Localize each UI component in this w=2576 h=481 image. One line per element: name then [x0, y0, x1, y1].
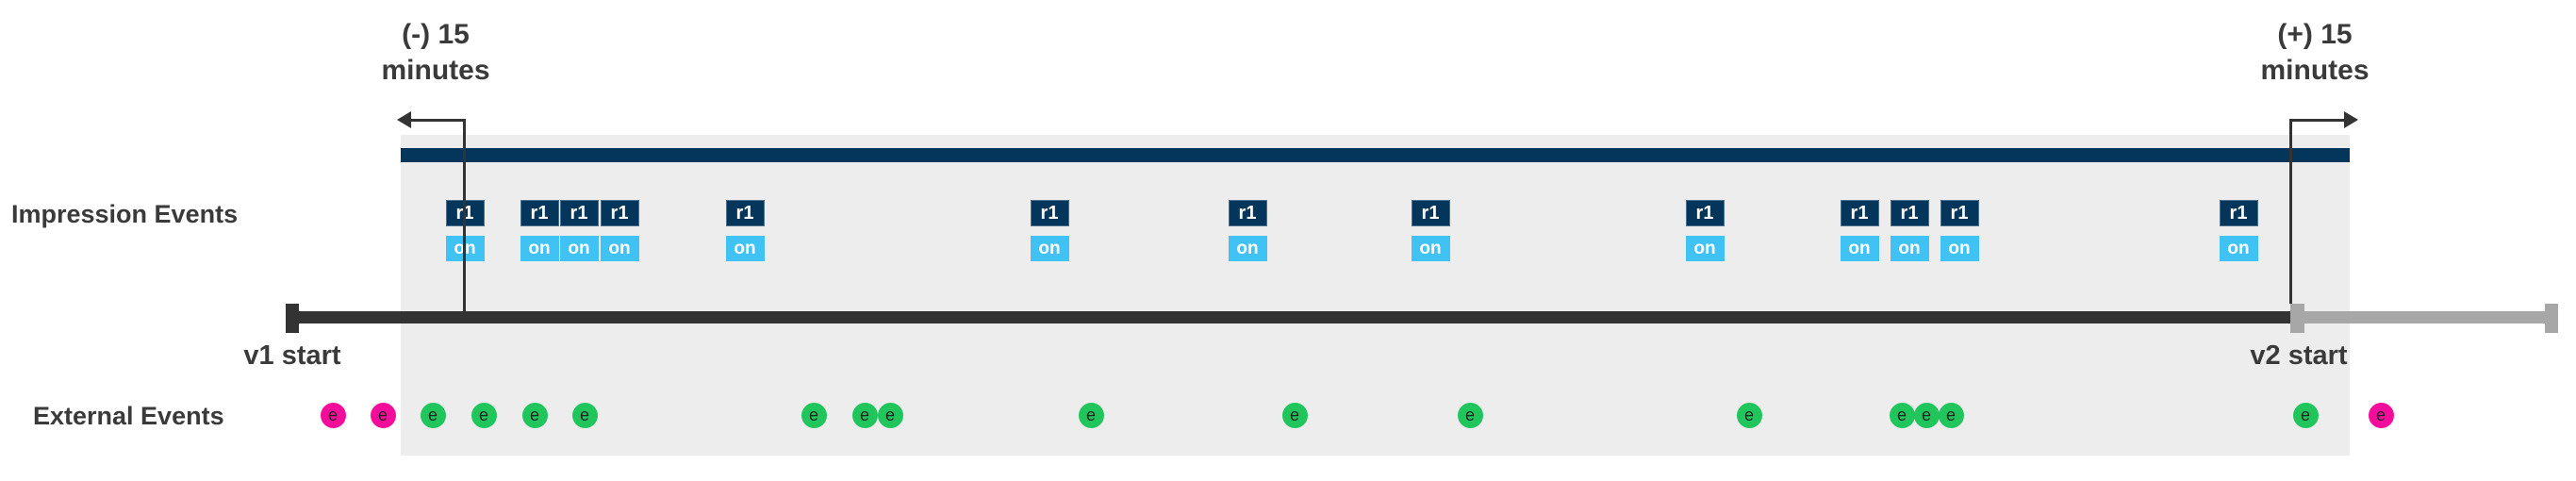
impression-r1-box: r1: [1940, 200, 1979, 226]
impression-r1-box: r1: [2219, 200, 2258, 226]
v2-timeline-start-cap: [2290, 304, 2304, 333]
external-event-dot: e: [1078, 403, 1104, 428]
reporting-window-rect: [401, 135, 2350, 456]
external-event-dot: e: [320, 403, 346, 428]
external-event-dot: e: [1457, 403, 1483, 428]
external-event-dot: e: [1736, 403, 1762, 428]
minus-15-minutes-annotation: (-) 15 minutes: [322, 17, 549, 89]
external-event-dot: e: [801, 403, 827, 428]
impression-r1-box: r1: [559, 200, 599, 226]
v1-timeline-start-cap: [286, 304, 299, 333]
v1-timeline-bar: [286, 311, 2291, 323]
impression-on-badge: on: [520, 236, 559, 261]
impression-r1-box: r1: [600, 200, 639, 226]
external-event-dot: e: [1281, 403, 1308, 428]
window-top-bar: [401, 148, 2350, 162]
minus-15-line1: (-) 15: [402, 19, 470, 50]
external-event-dot: e: [1913, 403, 1940, 428]
external-event-dot: e: [420, 403, 446, 428]
impression-on-badge: on: [2219, 236, 2258, 261]
impression-r1-box: r1: [1840, 200, 1879, 226]
v1-start-label: v1 start: [243, 340, 341, 371]
impression-r1-box: r1: [1411, 200, 1450, 226]
impression-on-badge: on: [1411, 236, 1450, 261]
plus-15-minutes-annotation: (+) 15 minutes: [2202, 17, 2428, 89]
impression-on-badge: on: [1685, 236, 1725, 261]
arrow-right-icon: [2344, 111, 2358, 128]
v2-timeline-end-cap: [2545, 304, 2558, 333]
impression-on-badge: on: [600, 236, 639, 261]
external-event-dot: e: [1938, 403, 1964, 428]
impression-on-badge: on: [1890, 236, 1929, 261]
impression-r1-box: r1: [725, 200, 765, 226]
external-event-dot: e: [2292, 403, 2319, 428]
impression-on-badge: on: [1228, 236, 1267, 261]
minus-15-arrow-line: [411, 119, 466, 122]
external-event-dot: e: [877, 403, 903, 428]
impression-r1-box: r1: [1685, 200, 1725, 226]
external-event-dot: e: [851, 403, 878, 428]
external-event-dot: e: [571, 403, 598, 428]
impression-on-badge: on: [1840, 236, 1879, 261]
external-event-dot: e: [471, 403, 497, 428]
impression-r1-box: r1: [1890, 200, 1929, 226]
impression-on-badge: on: [1940, 236, 1979, 261]
external-event-dot: e: [2368, 403, 2394, 428]
v2-timeline-bar: [2291, 311, 2551, 323]
plus-15-line1: (+) 15: [2277, 19, 2353, 50]
first-impression-marker-line: [463, 119, 466, 311]
arrow-left-icon: [397, 111, 411, 128]
v2-start-label: v2 start: [2250, 340, 2348, 371]
minus-15-line2: minutes: [381, 55, 490, 86]
plus-15-arrow-line: [2291, 119, 2346, 122]
external-event-dot: e: [370, 403, 396, 428]
external-events-row-label: External Events: [33, 402, 224, 430]
impression-on-badge: on: [1030, 236, 1069, 261]
impression-events-row-label: Impression Events: [11, 200, 239, 228]
impression-r1-box: r1: [520, 200, 559, 226]
impression-r1-box: r1: [1030, 200, 1069, 226]
plus-15-line2: minutes: [2260, 55, 2370, 86]
impression-r1-box: r1: [1228, 200, 1267, 226]
external-event-dot: e: [521, 403, 548, 428]
impression-on-badge: on: [725, 236, 765, 261]
v2-start-marker-line: [2289, 119, 2292, 304]
impression-on-badge: on: [559, 236, 599, 261]
external-event-dot: e: [1889, 403, 1915, 428]
